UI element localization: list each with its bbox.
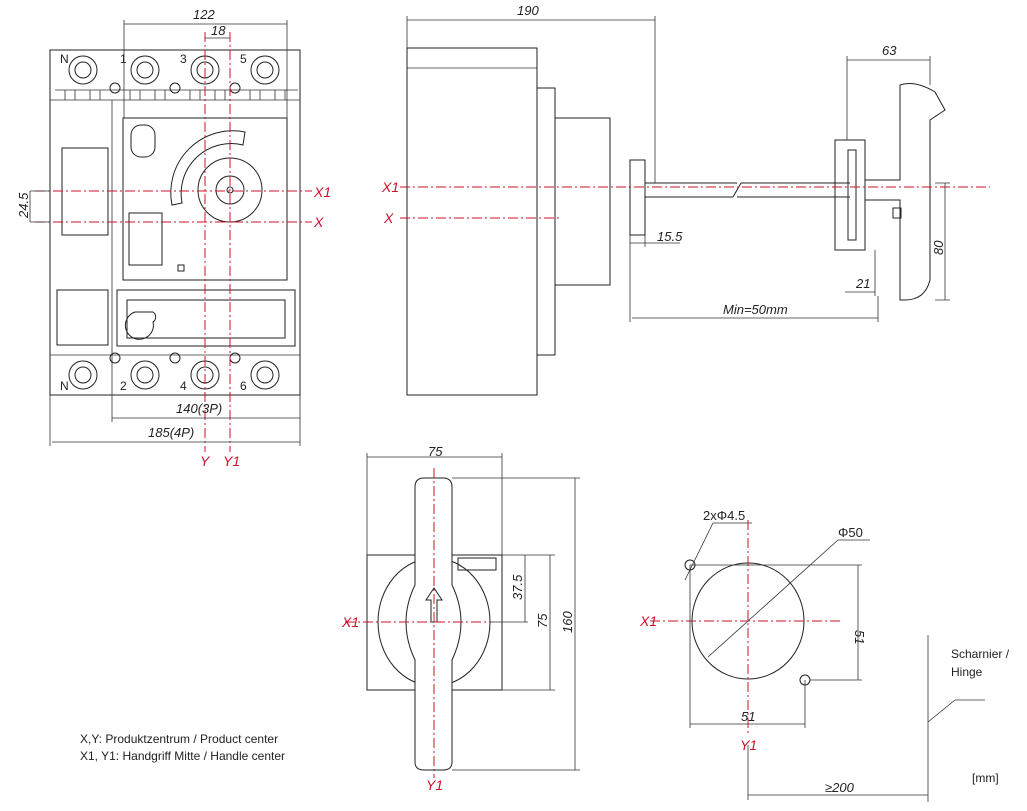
dim-24-5: 24.5 — [16, 192, 31, 219]
handle-side — [864, 83, 946, 301]
dim-min-50: Min=50mm — [723, 302, 788, 317]
dim-80: 80 — [931, 240, 946, 255]
axis-label-y1-handle: Y1 — [426, 777, 443, 793]
dim-18: 18 — [211, 23, 226, 38]
terminal-label-n-bottom: N — [60, 379, 69, 393]
dim-160: 160 — [560, 611, 575, 633]
arrow-up-icon — [425, 587, 443, 623]
dim-15-5: 15.5 — [657, 229, 683, 244]
dim-190: 190 — [517, 3, 539, 18]
note-product-center: X,Y: Produktzentrum / Product center — [80, 732, 278, 746]
hinge-label-line2: Hinge — [951, 665, 983, 679]
top-terminals — [55, 55, 298, 100]
unit-label: [mm] — [972, 771, 999, 785]
dim-185-4p: 185(4P) — [148, 425, 194, 440]
rotary-handle — [405, 477, 462, 771]
terminal-label-n-top: N — [60, 52, 69, 66]
terminal-label-4: 4 — [180, 379, 187, 393]
axis-label-x: X — [313, 214, 324, 230]
extension-shaft — [645, 182, 850, 198]
dim-hinge-200: ≥200 — [825, 780, 855, 795]
dim-51-horizontal: 51 — [741, 709, 755, 724]
front-view: N 1 3 5 N 2 4 6 X1 X Y Y1 122 18 24.5 14… — [16, 7, 331, 469]
axis-label-y1: Y1 — [223, 453, 240, 469]
terminal-label-3: 3 — [180, 52, 187, 66]
side-view: X1 X 190 63 80 21 15.5 Min=50mm — [381, 3, 990, 396]
dim-75-width: 75 — [428, 444, 443, 459]
dim-140-3p: 140(3P) — [176, 401, 222, 416]
hinge-label-line1: Scharnier / — [951, 647, 1010, 661]
axis-label-x1-cutout: X1 — [639, 613, 657, 629]
door-cutout-view: X1 Y1 2xΦ4.5 Φ50 51 51 ≥200 Scharnier / … — [639, 508, 1010, 802]
terminal-label-5: 5 — [240, 52, 247, 66]
dim-21: 21 — [855, 276, 870, 291]
diameter-label: Φ50 — [838, 525, 863, 540]
axis-label-x1: X1 — [313, 184, 331, 200]
terminal-label-1: 1 — [120, 52, 127, 66]
dim-122: 122 — [193, 7, 215, 22]
terminal-label-6: 6 — [240, 379, 247, 393]
dim-75-height: 75 — [535, 613, 550, 628]
axis-label-x1-side: X1 — [381, 179, 399, 195]
axis-label-x-side: X — [383, 210, 394, 226]
axis-label-y1-cutout: Y1 — [740, 737, 757, 753]
terminal-label-2: 2 — [120, 379, 127, 393]
axis-label-x1-handle: X1 — [341, 614, 359, 630]
handle-front-view: X1 Y1 75 37.5 75 160 — [341, 444, 580, 793]
bottom-terminals — [68, 352, 280, 390]
note-handle-center: X1, Y1: Handgriff Mitte / Handle center — [80, 749, 285, 763]
flange — [554, 117, 611, 286]
axis-label-y: Y — [200, 453, 211, 469]
dim-63: 63 — [882, 43, 897, 58]
dim-37-5: 37.5 — [510, 574, 525, 600]
handle-arc-guide — [170, 130, 246, 206]
breaker-side-body — [406, 47, 538, 396]
dim-51-vertical: 51 — [852, 630, 867, 644]
holes-label: 2xΦ4.5 — [703, 508, 745, 523]
